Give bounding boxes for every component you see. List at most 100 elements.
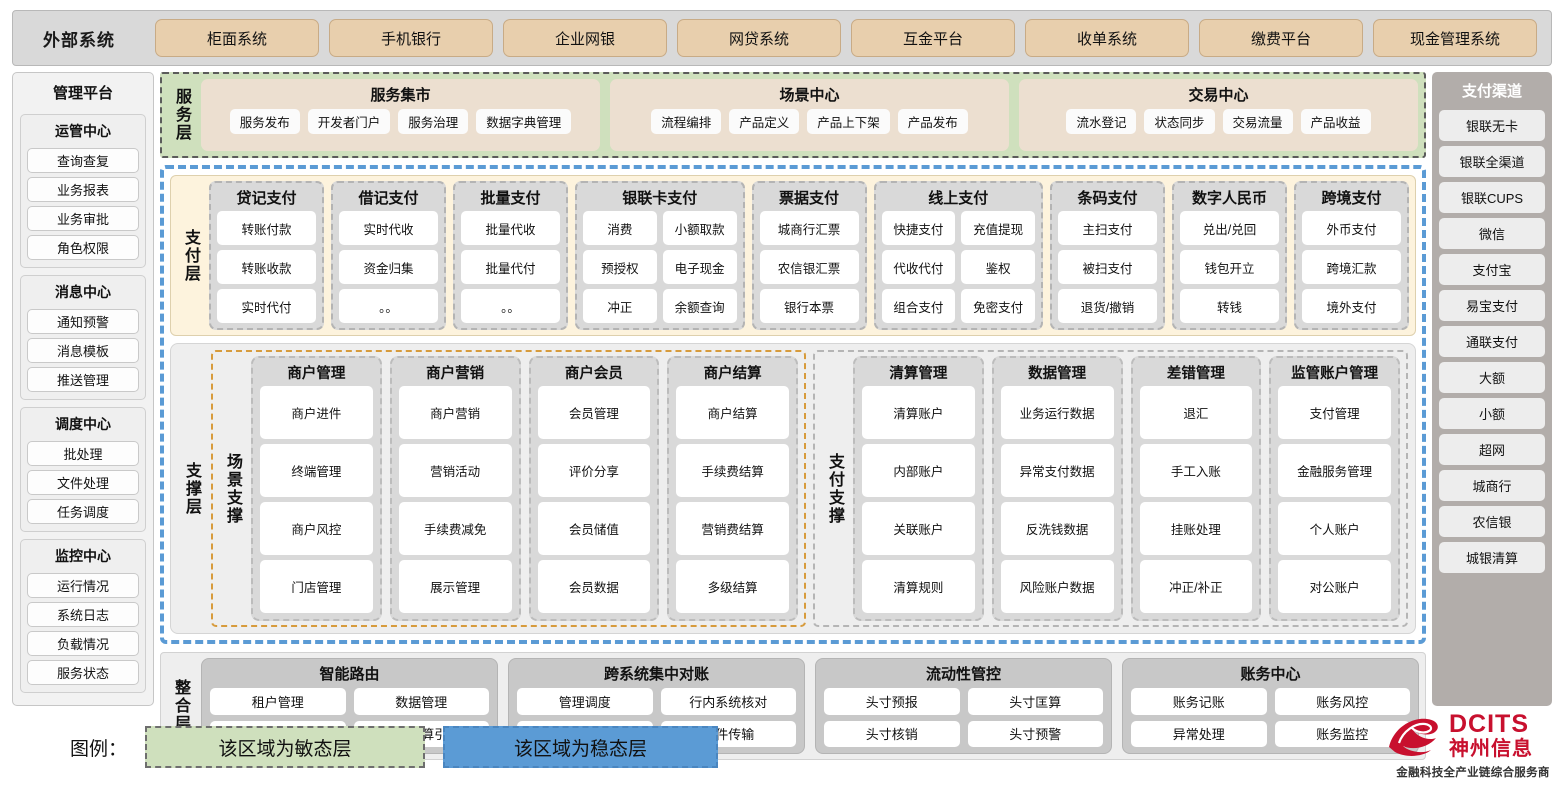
management-item[interactable]: 任务调度 <box>27 499 139 524</box>
external-system-item[interactable]: 现金管理系统 <box>1373 19 1537 57</box>
external-system-item[interactable]: 手机银行 <box>329 19 493 57</box>
support-item[interactable]: 门店管理 <box>260 560 373 613</box>
payment-channel-item[interactable]: 银联全渠道 <box>1439 146 1545 177</box>
support-item[interactable]: 关联账户 <box>862 502 975 555</box>
support-item[interactable]: 退汇 <box>1139 386 1253 439</box>
payment-item[interactable]: 充值提现 <box>961 211 1035 245</box>
integration-item[interactable]: 行内系统核对 <box>660 688 796 715</box>
payment-item[interactable]: 主扫支付 <box>1058 211 1158 245</box>
support-item[interactable]: 营销活动 <box>398 444 512 497</box>
support-item[interactable]: 会员数据 <box>537 560 651 613</box>
management-item[interactable]: 系统日志 <box>27 602 139 627</box>
service-item[interactable]: 产品发布 <box>897 109 968 134</box>
external-system-item[interactable]: 缴费平台 <box>1199 19 1363 57</box>
payment-channel-item[interactable]: 微信 <box>1439 218 1545 249</box>
support-item[interactable]: 商户进件 <box>260 386 373 439</box>
payment-item[interactable]: 。。 <box>461 289 561 323</box>
payment-item[interactable]: 被扫支付 <box>1058 250 1158 284</box>
management-item[interactable]: 查询查复 <box>27 148 139 173</box>
payment-item[interactable]: 小额取款 <box>662 211 737 245</box>
payment-item[interactable]: 钱包开立 <box>1180 250 1280 284</box>
support-item[interactable]: 业务运行数据 <box>1000 386 1114 439</box>
payment-item[interactable]: 转账收款 <box>217 250 317 284</box>
support-item[interactable]: 挂账处理 <box>1139 502 1253 555</box>
service-item[interactable]: 交易流量 <box>1222 109 1293 134</box>
payment-channel-item[interactable]: 易宝支付 <box>1439 290 1545 321</box>
payment-item[interactable]: 农信银汇票 <box>759 250 859 284</box>
service-item[interactable]: 产品收益 <box>1300 109 1371 134</box>
payment-item[interactable]: 资金归集 <box>339 250 439 284</box>
management-item[interactable]: 消息模板 <box>27 338 139 363</box>
payment-item[interactable]: 。。 <box>339 289 439 323</box>
payment-item[interactable]: 转账付款 <box>217 211 317 245</box>
support-item[interactable]: 异常支付数据 <box>1000 444 1114 497</box>
support-item[interactable]: 手续费减免 <box>398 502 512 555</box>
service-item[interactable]: 产品上下架 <box>807 109 890 134</box>
payment-item[interactable]: 转钱 <box>1180 289 1280 323</box>
support-item[interactable]: 反洗钱数据 <box>1000 502 1114 555</box>
integration-item[interactable]: 头寸匡算 <box>967 688 1103 715</box>
service-item[interactable]: 流水登记 <box>1066 109 1137 134</box>
management-item[interactable]: 推送管理 <box>27 367 139 392</box>
support-item[interactable]: 手工入账 <box>1139 444 1253 497</box>
external-system-item[interactable]: 柜面系统 <box>155 19 319 57</box>
payment-item[interactable]: 电子现金 <box>662 250 737 284</box>
payment-item[interactable]: 批量代收 <box>461 211 561 245</box>
integration-item[interactable]: 头寸预警 <box>967 720 1103 747</box>
integration-item[interactable]: 账务监控 <box>1274 720 1410 747</box>
support-item[interactable]: 金融服务管理 <box>1278 444 1391 497</box>
payment-item[interactable]: 城商行汇票 <box>759 211 859 245</box>
service-item[interactable]: 流程编排 <box>651 109 722 134</box>
management-item[interactable]: 业务审批 <box>27 206 139 231</box>
integration-item[interactable]: 头寸核销 <box>824 720 960 747</box>
payment-item[interactable]: 快捷支付 <box>881 211 956 245</box>
integration-item[interactable]: 数据管理 <box>353 688 489 715</box>
external-system-item[interactable]: 企业网银 <box>503 19 667 57</box>
payment-item[interactable]: 跨境汇款 <box>1302 250 1402 284</box>
support-item[interactable]: 清算账户 <box>862 386 975 439</box>
external-system-item[interactable]: 网贷系统 <box>677 19 841 57</box>
payment-channel-item[interactable]: 超网 <box>1439 434 1545 465</box>
integration-item[interactable]: 管理调度 <box>517 688 653 715</box>
payment-item[interactable]: 批量代付 <box>461 250 561 284</box>
payment-item[interactable]: 消费 <box>583 211 657 245</box>
integration-item[interactable]: 账务风控 <box>1274 688 1410 715</box>
payment-item[interactable]: 实时代付 <box>217 289 317 323</box>
payment-channel-item[interactable]: 银联CUPS <box>1439 182 1545 213</box>
payment-channel-item[interactable]: 银联无卡 <box>1439 110 1545 141</box>
payment-item[interactable]: 余额查询 <box>662 289 737 323</box>
payment-item[interactable]: 境外支付 <box>1302 289 1402 323</box>
payment-item[interactable]: 预授权 <box>583 250 657 284</box>
service-item[interactable]: 服务发布 <box>229 109 300 134</box>
support-item[interactable]: 评价分享 <box>537 444 651 497</box>
support-item[interactable]: 个人账户 <box>1278 502 1391 555</box>
payment-item[interactable]: 银行本票 <box>759 289 859 323</box>
payment-item[interactable]: 代收代付 <box>881 250 956 284</box>
management-item[interactable]: 批处理 <box>27 441 139 466</box>
payment-item[interactable]: 免密支付 <box>961 289 1035 323</box>
service-item[interactable]: 产品定义 <box>729 109 800 134</box>
management-item[interactable]: 业务报表 <box>27 177 139 202</box>
support-item[interactable]: 风险账户数据 <box>1000 560 1114 613</box>
external-system-item[interactable]: 收单系统 <box>1025 19 1189 57</box>
support-item[interactable]: 商户风控 <box>260 502 373 555</box>
payment-channel-item[interactable]: 城银清算 <box>1439 542 1545 573</box>
payment-channel-item[interactable]: 小额 <box>1439 398 1545 429</box>
support-item[interactable]: 支付管理 <box>1278 386 1391 439</box>
payment-item[interactable]: 外币支付 <box>1302 211 1402 245</box>
support-item[interactable]: 清算规则 <box>862 560 975 613</box>
payment-channel-item[interactable]: 通联支付 <box>1439 326 1545 357</box>
management-item[interactable]: 服务状态 <box>27 660 139 685</box>
payment-channel-item[interactable]: 城商行 <box>1439 470 1545 501</box>
payment-channel-item[interactable]: 农信银 <box>1439 506 1545 537</box>
support-item[interactable]: 冲正/补正 <box>1139 560 1253 613</box>
support-item[interactable]: 会员储值 <box>537 502 651 555</box>
support-item[interactable]: 商户营销 <box>398 386 512 439</box>
service-item[interactable]: 状态同步 <box>1144 109 1215 134</box>
external-system-item[interactable]: 互金平台 <box>851 19 1015 57</box>
service-item[interactable]: 服务治理 <box>398 109 469 134</box>
management-item[interactable]: 负载情况 <box>27 631 139 656</box>
support-item[interactable]: 商户结算 <box>676 386 789 439</box>
payment-item[interactable]: 实时代收 <box>339 211 439 245</box>
payment-item[interactable]: 鉴权 <box>961 250 1035 284</box>
